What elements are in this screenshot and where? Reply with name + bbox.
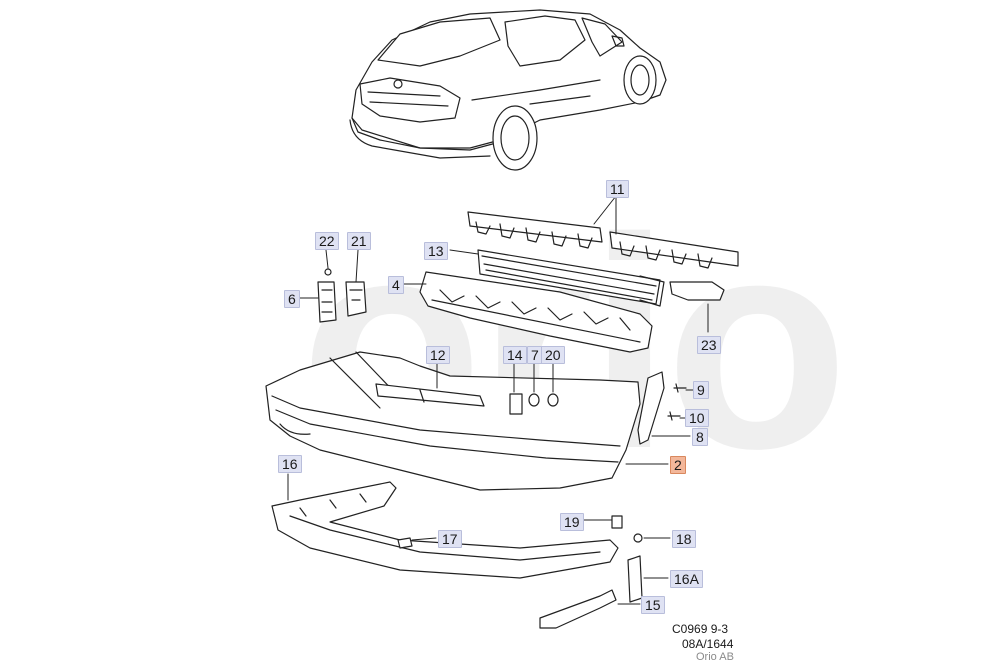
callout-16A[interactable]: 16A (670, 570, 703, 588)
callout-23[interactable]: 23 (697, 336, 721, 354)
callout-16[interactable]: 16 (278, 455, 302, 473)
callout-18[interactable]: 18 (672, 530, 696, 548)
callout-12[interactable]: 12 (426, 346, 450, 364)
car-illustration (349, 9, 667, 171)
part-10-screw (667, 411, 681, 421)
callout-9[interactable]: 9 (693, 381, 709, 399)
callout-17[interactable]: 17 (438, 530, 462, 548)
part-16A-strip (627, 555, 643, 603)
callout-15[interactable]: 15 (641, 596, 665, 614)
callout-13[interactable]: 13 (424, 242, 448, 260)
callout-22[interactable]: 22 (315, 232, 339, 250)
callout-14[interactable]: 14 (503, 346, 527, 364)
part-20-nut (547, 393, 559, 407)
caption-company: Orio AB (696, 651, 734, 663)
part-11-brackets (467, 211, 739, 269)
callout-11[interactable]: 11 (606, 180, 629, 198)
part-14-plate (509, 393, 523, 415)
part-16-spoiler (271, 481, 619, 579)
callout-6[interactable]: 6 (284, 290, 300, 308)
caption-ref: 08A/1644 (682, 637, 734, 651)
callout-2[interactable]: 2 (670, 456, 686, 474)
part-21-bracket (324, 268, 367, 317)
part-17-clip (397, 537, 413, 549)
callout-20[interactable]: 20 (541, 346, 565, 364)
part-4-absorber (419, 271, 653, 353)
part-23-endpiece (669, 281, 725, 301)
part-8-sidepiece (637, 371, 665, 445)
part-15-piece (539, 589, 617, 629)
part-7-nut (528, 393, 540, 407)
callout-21[interactable]: 21 (347, 232, 371, 250)
part-9-screw (673, 383, 687, 393)
part-18-screw (633, 533, 643, 543)
caption-code: C0969 9-3 (672, 622, 729, 636)
part-12-strip (375, 383, 485, 407)
callout-10[interactable]: 10 (685, 409, 709, 427)
leader-lines (287, 195, 709, 605)
part-2-bumper (265, 351, 641, 491)
callout-19[interactable]: 19 (560, 513, 584, 531)
part-19-clip (611, 515, 623, 529)
part-13-bar (477, 249, 665, 307)
part-6-bracket (317, 281, 337, 323)
callout-4[interactable]: 4 (388, 276, 404, 294)
callout-8[interactable]: 8 (692, 428, 708, 446)
